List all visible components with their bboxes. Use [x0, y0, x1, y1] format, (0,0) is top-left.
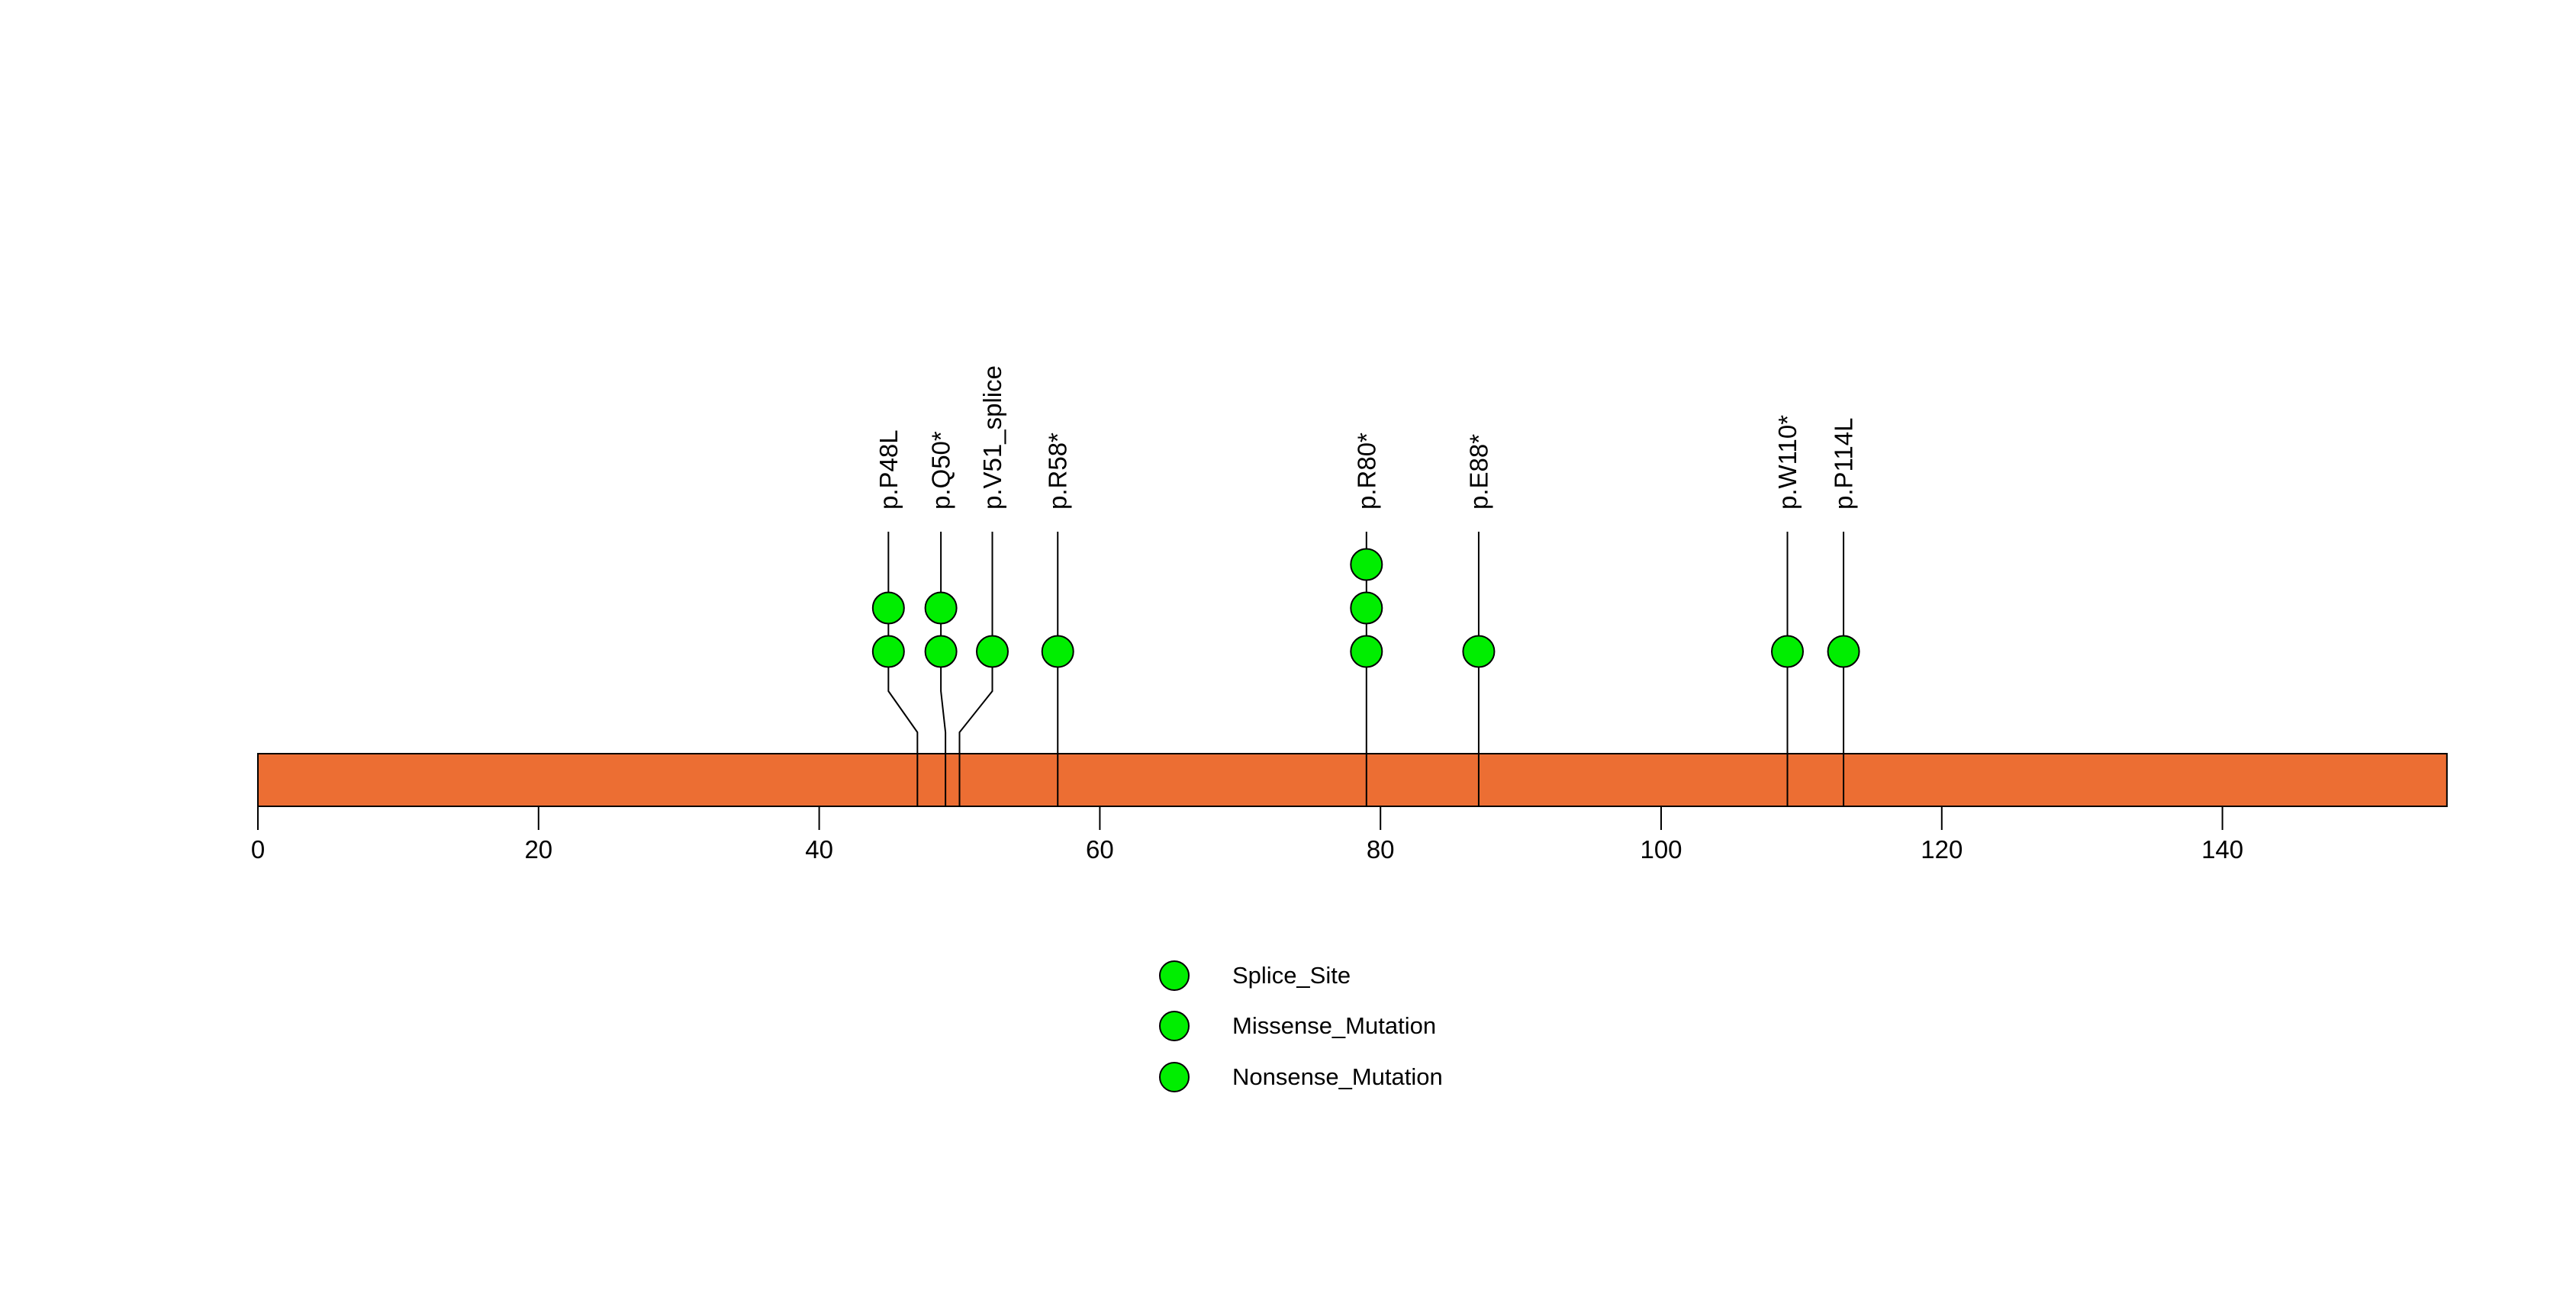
axis-tick-label: 140	[2201, 835, 2243, 864]
lollipop-stem	[958, 532, 993, 806]
mutation-point	[871, 635, 905, 668]
axis-tick-label: 20	[524, 835, 552, 864]
axis-tick-label: 100	[1640, 835, 1682, 864]
mutation-point	[871, 591, 905, 625]
protein-bar-group	[257, 753, 2448, 807]
axis-tick-label: 120	[1921, 835, 1963, 864]
mutation-point	[1462, 635, 1496, 668]
legend-swatch	[1159, 1062, 1190, 1092]
mutation-label: p.R58*	[1044, 433, 1072, 510]
legend-label: Missense_Mutation	[1232, 1012, 1436, 1039]
mutation-point	[1350, 591, 1383, 625]
mutation-label: p.V51_splice	[978, 365, 1006, 510]
mutation-point	[1041, 635, 1074, 668]
mutation-point-group	[871, 548, 1860, 668]
axis-tick-label: 80	[1367, 835, 1395, 864]
axis-tick-label: 40	[805, 835, 833, 864]
mutation-point	[976, 635, 1009, 668]
mutation-label: p.P114L	[1830, 418, 1858, 510]
axis-tick-label: 0	[251, 835, 265, 864]
legend-label: Nonsense_Mutation	[1232, 1063, 1443, 1090]
legend-label: Splice_Site	[1232, 962, 1351, 989]
mutation-point	[1350, 548, 1383, 581]
mutation-point	[924, 635, 958, 668]
legend-swatch	[1159, 960, 1190, 991]
axis-tick-label: 60	[1086, 835, 1114, 864]
mutation-label: p.R80*	[1352, 433, 1380, 510]
mutation-point	[924, 591, 958, 625]
mutation-label: p.E88*	[1464, 434, 1492, 510]
mutation-point	[1350, 635, 1383, 668]
mutation-label: p.W110*	[1773, 415, 1802, 510]
mutation-point	[1827, 635, 1860, 668]
mutation-label-group: p.P48L p.Q50* p.V51_splice p.R58* p.R80* p.E8…	[874, 365, 1858, 510]
mutation-label: p.P48L	[874, 429, 903, 510]
protein-domain-bar	[257, 753, 2448, 807]
x-axis-group: 0 20 40 60 80 100 120 140	[251, 806, 2243, 864]
legend-swatch	[1159, 1011, 1190, 1041]
legend-group: Splice_SiteMissense_MutationNonsense_Mut…	[1159, 960, 1443, 1092]
mutation-label: p.Q50*	[927, 431, 955, 510]
mutation-point	[1771, 635, 1805, 668]
